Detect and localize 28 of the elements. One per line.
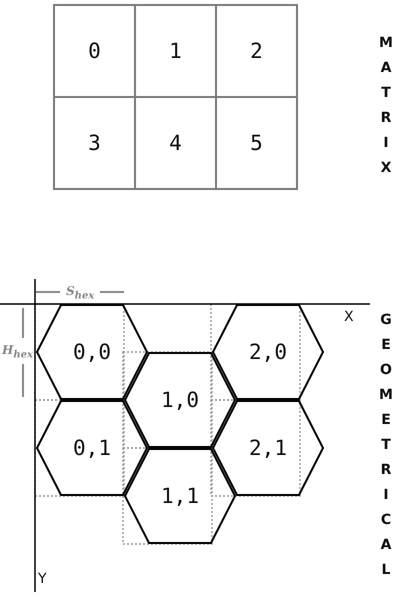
hex-coordinates: 2,0 — [249, 340, 287, 364]
hex-coordinates: 2,1 — [249, 436, 287, 460]
axis-label: Y — [38, 571, 47, 587]
vertical-heading: MATRIX — [378, 35, 394, 185]
hexagon-cell — [212, 304, 324, 400]
hexagon-cell — [36, 304, 148, 400]
cell-number: 4 — [169, 131, 182, 155]
hexagon-cell — [36, 400, 148, 496]
cell-number: 5 — [250, 131, 263, 155]
vertical-heading: GEOMETRICAL — [378, 312, 394, 587]
hex-coordinates: 1,0 — [161, 388, 199, 412]
matrix-cell — [53, 4, 136, 98]
hex-coordinates: 0,1 — [73, 436, 111, 460]
hexagon-cell — [124, 448, 236, 544]
matrix-cell — [215, 96, 298, 190]
dimension-label: H$_{hex}$ — [2, 343, 33, 360]
hex-coordinates: 1,1 — [161, 484, 199, 508]
cell-number: 0 — [88, 39, 101, 63]
axis-label: X — [344, 309, 354, 325]
cell-number: 2 — [250, 39, 263, 63]
hexagon-cell — [124, 352, 236, 448]
matrix-cell — [53, 96, 136, 190]
matrix-cell — [215, 4, 298, 98]
cell-number: 3 — [88, 131, 101, 155]
hexagon-cell — [212, 400, 324, 496]
dimension-label: S$_{hex}$ — [66, 284, 94, 302]
cell-number: 1 — [169, 39, 182, 63]
hex-coordinates: 0,0 — [73, 340, 111, 364]
